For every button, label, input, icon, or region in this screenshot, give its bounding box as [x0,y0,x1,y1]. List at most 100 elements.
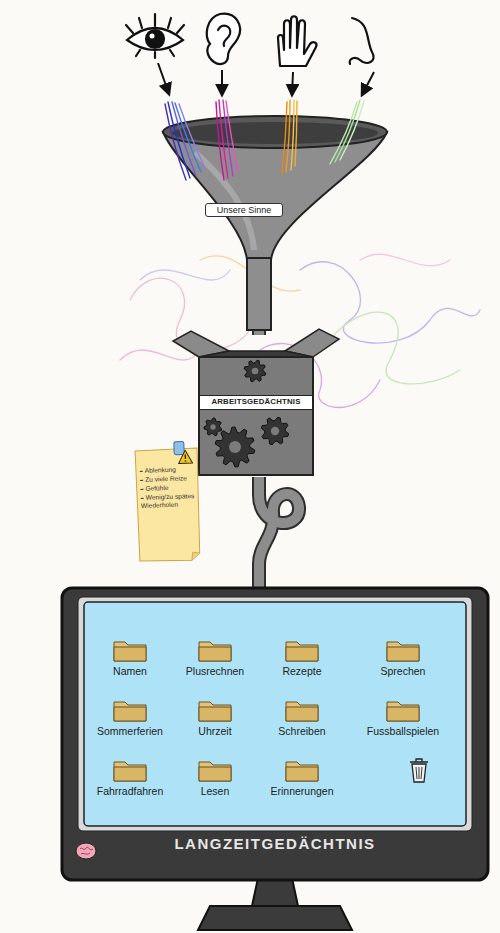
ear-icon [207,14,240,64]
folder-label: Plusrechnen [167,665,263,677]
folder-back [387,702,419,721]
folder-front [286,767,318,781]
warning-mark [185,454,186,458]
folder-icon [285,698,319,722]
note-node: AblenkungZu viele ReizeGefühleWenig/zu s… [134,447,202,563]
squiggle [140,270,230,280]
strand [330,102,357,164]
folder-label: Lesen [167,785,263,797]
trash-icon [410,759,428,782]
folder-icon [113,698,147,722]
folder-label: Erinnerungen [254,785,350,797]
sense-arrow [292,72,293,95]
folder-back [114,702,146,721]
folder-back [199,702,231,721]
folder-node: Lesen [167,758,263,806]
strand [340,101,364,160]
gear-hole [229,441,241,453]
folder-icon [198,638,232,662]
sense-strands [165,100,364,180]
trash-can [412,764,426,782]
funnel-rim [163,116,387,148]
folder-node: Schreiben [254,698,350,746]
monitor-node: LANGZEITGEDÄCHTNISNamenPlusrechnenRezept… [62,588,488,880]
strand [216,102,224,180]
strand [335,100,360,162]
note-text: Ablenkung [145,466,176,474]
eye-outline [127,28,183,50]
ear-inner [218,26,230,46]
paper-clip [174,441,184,454]
gear-hole [271,427,279,435]
monitor-stand [198,878,352,930]
folder-front [286,707,318,721]
folder-label: Uhrzeit [167,725,263,737]
brain-icon [76,843,96,859]
strand [226,101,238,172]
folder-label: Fussballspielen [355,725,451,737]
folder-front [286,647,318,661]
hand-icon [278,16,316,66]
folder-back [286,642,318,661]
note-item: Wenig/zu spätes Wiederholen [141,492,196,510]
eye-glint [150,34,155,39]
note-text: Gefühle [145,484,168,492]
squiggle [300,262,480,343]
folder-back [286,702,318,721]
folder-node: Uhrzeit [167,698,263,746]
eye-iris [146,30,164,48]
box-label: ARBEITSGEDÄCHTNIS [199,395,313,410]
trash-lid [410,759,428,762]
nose-outline [350,18,374,64]
sense-arrow [221,70,223,95]
brain-shape [76,843,96,859]
folder-back [199,642,231,661]
warning-dot [185,460,187,462]
sticky-note-fold [192,552,200,560]
ear-outline [207,14,240,64]
folder-label: Namen [82,665,178,677]
pipe-body [259,477,299,588]
folder-label: Rezepte [254,665,350,677]
note-item: Ablenkung [140,465,194,475]
funnel-opening [172,122,378,144]
sense-arrows [158,63,374,95]
folder-back [114,762,146,781]
folder-front [387,707,419,721]
stand-neck [252,878,298,906]
monitor-frame [62,588,488,880]
strand [295,101,297,166]
note-item: Zu viele Reize [140,474,194,484]
squiggle [120,350,200,360]
folder-node: Fahrradfahren [82,758,178,806]
bullet-dash [141,498,144,499]
folder-back [286,762,318,781]
folder-front [114,767,146,781]
note-text: Zu viele Reize [145,474,187,482]
folder-icon [198,758,232,782]
folder-label: Fahrradfahren [82,785,178,797]
folder-front [199,707,231,721]
folder-back [199,762,231,781]
note-text: Wenig/zu spätes Wiederholen [141,492,195,509]
folder-front [114,707,146,721]
folder-front [114,647,146,661]
strand [291,100,294,170]
strand [175,103,201,172]
folder-front [387,647,419,661]
folder-icon [285,758,319,782]
eye-icon [126,14,184,58]
folder-node: Fussballspielen [355,698,451,746]
folder-back [114,642,146,661]
bullet-dash [140,480,143,481]
stand-base [198,906,352,930]
strand [172,102,196,176]
strand [223,100,233,176]
folder-label: Sprechen [355,665,451,677]
folder-icon [386,698,420,722]
hand-outline [278,16,316,66]
folder-label: Sommerferien [82,725,178,737]
sense-arrow [158,63,169,94]
note-list: AblenkungZu viele ReizeGefühleWenig/zu s… [140,465,196,511]
